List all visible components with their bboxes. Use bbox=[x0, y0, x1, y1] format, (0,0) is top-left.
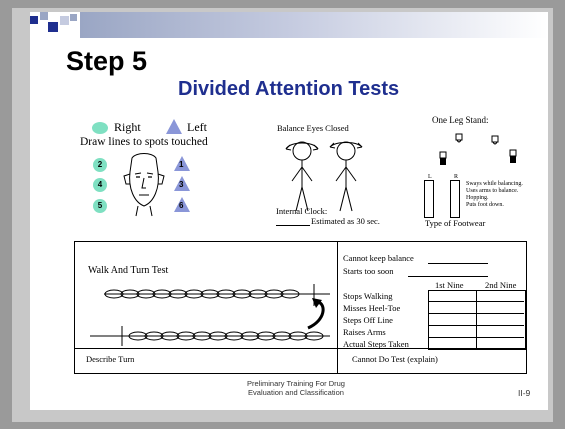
internal-clock-label: Internal Clock: bbox=[276, 206, 328, 216]
leg-col-right: R bbox=[454, 174, 459, 180]
divider bbox=[428, 337, 524, 338]
row-label: Stops Walking bbox=[343, 291, 393, 301]
row-label: Actual Steps Taken bbox=[343, 339, 409, 349]
instruction-text: Draw lines to spots touched bbox=[80, 136, 208, 148]
note-item: Puts foot down. bbox=[466, 202, 504, 208]
row-label: Steps Off Line bbox=[343, 315, 393, 325]
right-leg-count-box bbox=[450, 180, 460, 218]
left-spot-icon: 1 bbox=[174, 156, 190, 171]
feet-icon bbox=[439, 133, 517, 165]
tally-grid bbox=[428, 290, 526, 350]
row-label: Misses Heel-Toe bbox=[343, 303, 401, 313]
right-spot: 2 bbox=[93, 158, 107, 172]
slide-title: Step 5 bbox=[66, 46, 148, 76]
slide-subtitle: Divided Attention Tests bbox=[178, 78, 400, 100]
footer-line: Preliminary Training For Drug bbox=[247, 379, 345, 388]
slide: Step 5 Divided Attention Tests Right Lef… bbox=[30, 12, 548, 410]
cannot-keep-balance-label: Cannot keep balance bbox=[343, 253, 414, 263]
left-label: Left bbox=[187, 120, 207, 134]
note-item: Sways while balancing. bbox=[466, 181, 523, 187]
right-spot: 4 bbox=[93, 178, 107, 192]
blank-line bbox=[428, 263, 488, 264]
footwear-label: Type of Footwear bbox=[425, 218, 486, 228]
left-spot: 6 bbox=[179, 201, 184, 210]
header-square bbox=[48, 22, 58, 32]
notes-list: Sways while balancing. Uses arms to bala… bbox=[466, 181, 523, 209]
walk-and-turn-title: Walk And Turn Test bbox=[88, 265, 169, 276]
page-number: II-9 bbox=[518, 388, 531, 398]
divider bbox=[74, 348, 526, 349]
header-square bbox=[30, 16, 38, 24]
footer-line: Evaluation and Classification bbox=[248, 388, 344, 397]
cannot-do-test-label: Cannot Do Test (explain) bbox=[352, 354, 438, 364]
leg-col-left: L bbox=[428, 174, 432, 180]
header-gradient-bar bbox=[80, 12, 548, 38]
balance-figures-icon bbox=[285, 141, 363, 212]
starts-too-soon-label: Starts too soon bbox=[343, 266, 394, 276]
col-first-nine: 1st Nine bbox=[435, 280, 464, 290]
one-leg-stand-title: One Leg Stand: bbox=[432, 115, 489, 125]
face-sketch-icon bbox=[123, 153, 165, 217]
walk-and-turn-box bbox=[74, 241, 527, 374]
describe-turn-label: Describe Turn bbox=[86, 354, 135, 364]
note-item: Hopping. bbox=[466, 195, 489, 201]
balance-title: Balance Eyes Closed bbox=[277, 123, 349, 133]
header-square bbox=[70, 14, 77, 21]
left-spot-icon: 3 bbox=[174, 176, 190, 191]
header-square bbox=[40, 12, 48, 20]
divider bbox=[428, 301, 524, 302]
walk-steps-icon bbox=[90, 284, 330, 346]
divider bbox=[428, 313, 524, 314]
left-leg-count-box bbox=[424, 180, 434, 218]
clock-estimate-blank bbox=[276, 225, 310, 226]
col-second-nine: 2nd Nine bbox=[485, 280, 517, 290]
divider bbox=[337, 241, 338, 373]
left-spot: 1 bbox=[179, 160, 184, 169]
left-triangle-icon bbox=[166, 119, 182, 134]
divider bbox=[428, 325, 524, 326]
note-item: Uses arms to balance. bbox=[466, 188, 519, 194]
blank-line bbox=[408, 276, 488, 277]
estimated-text: Estimated as 30 sec. bbox=[311, 216, 380, 226]
row-label: Raises Arms bbox=[343, 327, 386, 337]
header-square bbox=[60, 16, 69, 25]
left-spot-icon: 6 bbox=[174, 197, 190, 212]
right-label: Right bbox=[114, 120, 141, 134]
right-oval-icon bbox=[92, 122, 108, 134]
divider bbox=[476, 290, 477, 348]
left-spot: 3 bbox=[179, 180, 184, 189]
footer-text: Preliminary Training For Drug Evaluation… bbox=[216, 379, 376, 397]
right-spot: 5 bbox=[93, 199, 107, 213]
